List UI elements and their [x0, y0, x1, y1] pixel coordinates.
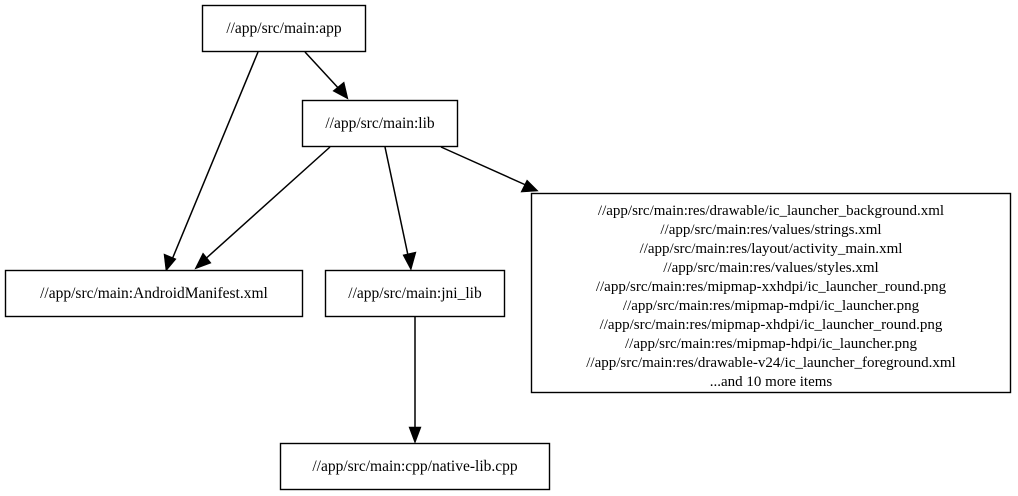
node-native-lib-label: //app/src/main:cpp/native-lib.cpp [312, 458, 518, 475]
node-android-manifest[interactable]: //app/src/main:AndroidManifest.xml [4, 269, 304, 318]
arrowhead-icon [194, 252, 212, 270]
edge-jni-lib-to-native-lib [408, 316, 422, 444]
arrowhead-icon [520, 179, 539, 193]
node-resources-box[interactable] [530, 192, 1012, 394]
node-lib-box[interactable] [301, 99, 459, 148]
resources-line-4: //app/src/main:res/values/styles.xml [663, 260, 878, 276]
arrowhead-icon [402, 251, 417, 271]
node-jni-lib-label: //app/src/main:jni_lib [348, 285, 482, 302]
resources-line-10: ...and 10 more items [710, 374, 833, 390]
edge-line [440, 146, 529, 187]
edge-line [384, 146, 410, 261]
node-app[interactable]: //app/src/main:app [201, 4, 367, 53]
edge-line [201, 146, 331, 263]
node-app-label: //app/src/main:app [226, 20, 342, 37]
resources-line-9: //app/src/main:res/drawable-v24/ic_launc… [586, 355, 955, 371]
resources-line-3: //app/src/main:res/layout/activity_main.… [640, 241, 903, 257]
node-app-box[interactable] [201, 4, 367, 53]
edge-lib-to-resources [440, 146, 539, 193]
node-native-lib[interactable]: //app/src/main:cpp/native-lib.cpp [279, 442, 551, 491]
node-jni-lib[interactable]: //app/src/main:jni_lib [324, 269, 506, 318]
resources-line-6: //app/src/main:res/mipmap-mdpi/ic_launch… [623, 298, 920, 314]
node-android-manifest-box[interactable] [4, 269, 304, 318]
node-resources[interactable]: //app/src/main:res/drawable/ic_launcher_… [530, 192, 1012, 394]
arrowhead-icon [332, 81, 349, 100]
resources-line-7: //app/src/main:res/mipmap-xhdpi/ic_launc… [600, 317, 943, 333]
edge-lib-to-jni-lib [384, 146, 417, 271]
edge-lib-to-manifest [194, 146, 331, 270]
node-native-lib-box[interactable] [279, 442, 551, 491]
edge-app-to-lib [304, 51, 349, 100]
resources-line-2: //app/src/main:res/values/strings.xml [660, 222, 881, 238]
edge-app-to-manifest [163, 51, 259, 272]
node-lib[interactable]: //app/src/main:lib [301, 99, 459, 148]
node-lib-label: //app/src/main:lib [325, 115, 435, 132]
resources-line-8: //app/src/main:res/mipmap-hdpi/ic_launch… [625, 336, 918, 352]
node-android-manifest-label: //app/src/main:AndroidManifest.xml [40, 285, 268, 302]
node-jni-lib-box[interactable] [324, 269, 506, 318]
resources-line-1: //app/src/main:res/drawable/ic_launcher_… [598, 203, 944, 219]
arrowhead-icon [408, 426, 422, 444]
edge-line [170, 51, 259, 263]
resources-line-5: //app/src/main:res/mipmap-xxhdpi/ic_laun… [596, 279, 947, 295]
edge-line [304, 51, 342, 92]
arrowhead-icon [163, 253, 177, 272]
